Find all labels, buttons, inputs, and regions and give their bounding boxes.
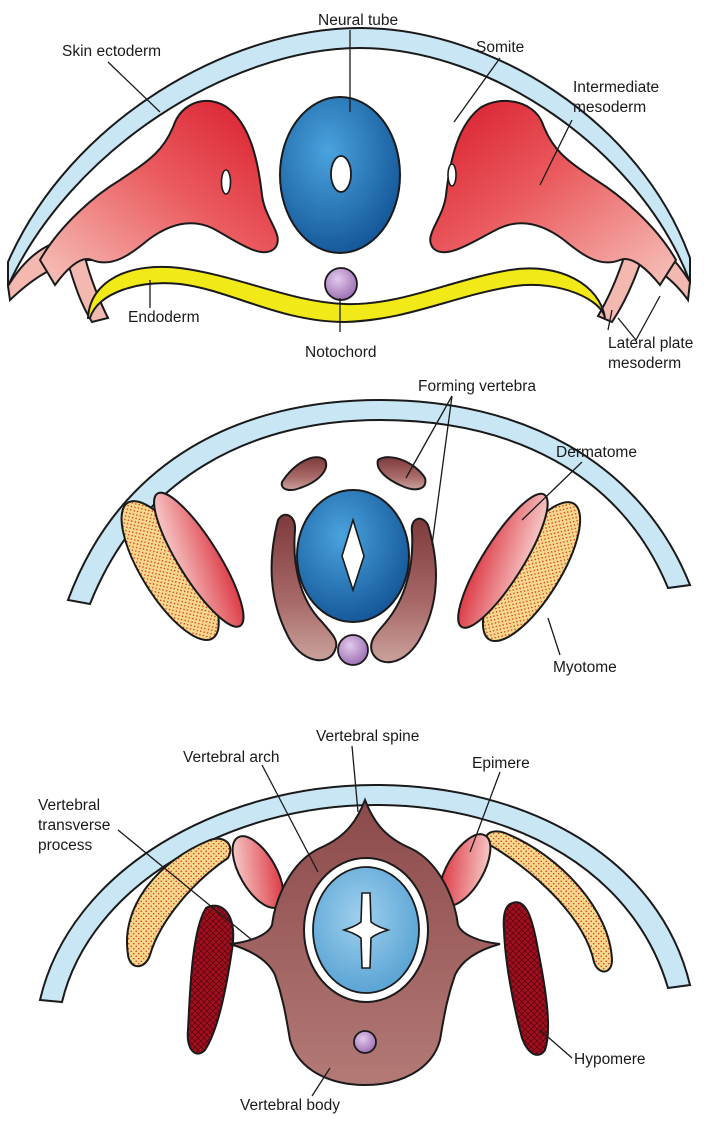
vertebra-piece-right-top	[378, 457, 426, 489]
label-transverse-1: Vertebral	[38, 797, 100, 814]
vertebra-piece-left-top	[282, 457, 326, 490]
somite-left-cavity	[222, 170, 231, 194]
somite-right-cavity	[448, 164, 456, 186]
label-skin-ectoderm: Skin ectoderm	[62, 43, 161, 60]
label-intermediate-2: mesoderm	[573, 99, 646, 116]
label-vertebral-arch: Vertebral arch	[183, 749, 280, 766]
hypomere-left	[188, 906, 233, 1054]
neural-canal	[331, 156, 351, 192]
label-forming-vertebra: Forming vertebra	[418, 378, 536, 395]
label-notochord: Notochord	[305, 344, 377, 361]
label-somite: Somite	[476, 39, 524, 56]
label-epimere: Epimere	[472, 755, 530, 772]
panel-3: Vertebral spine Vertebral arch Epimere V…	[38, 728, 690, 1114]
label-hypomere: Hypomere	[574, 1051, 646, 1068]
notochord-shape	[325, 268, 357, 300]
label-transverse-3: process	[38, 837, 93, 854]
label-myotome: Myotome	[553, 659, 617, 676]
panel-1: Neural tube Skin ectoderm Somite Interme…	[8, 12, 693, 372]
notochord-shape-2	[338, 635, 368, 665]
notochord-shape-3	[354, 1031, 376, 1053]
label-endoderm: Endoderm	[128, 309, 200, 326]
label-intermediate-1: Intermediate	[573, 79, 659, 96]
label-dermatome: Dermatome	[556, 444, 637, 461]
label-transverse-2: transverse	[38, 817, 110, 834]
somite-left	[40, 101, 278, 285]
label-vertebral-spine: Vertebral spine	[316, 728, 419, 745]
label-lateral-2: mesoderm	[608, 355, 681, 372]
panel-2: Forming vertebra Dermatome Myotome	[68, 378, 690, 676]
label-neural-tube: Neural tube	[318, 12, 398, 29]
label-vertebral-body: Vertebral body	[240, 1097, 340, 1114]
label-lateral-1: Lateral plate	[608, 335, 693, 352]
